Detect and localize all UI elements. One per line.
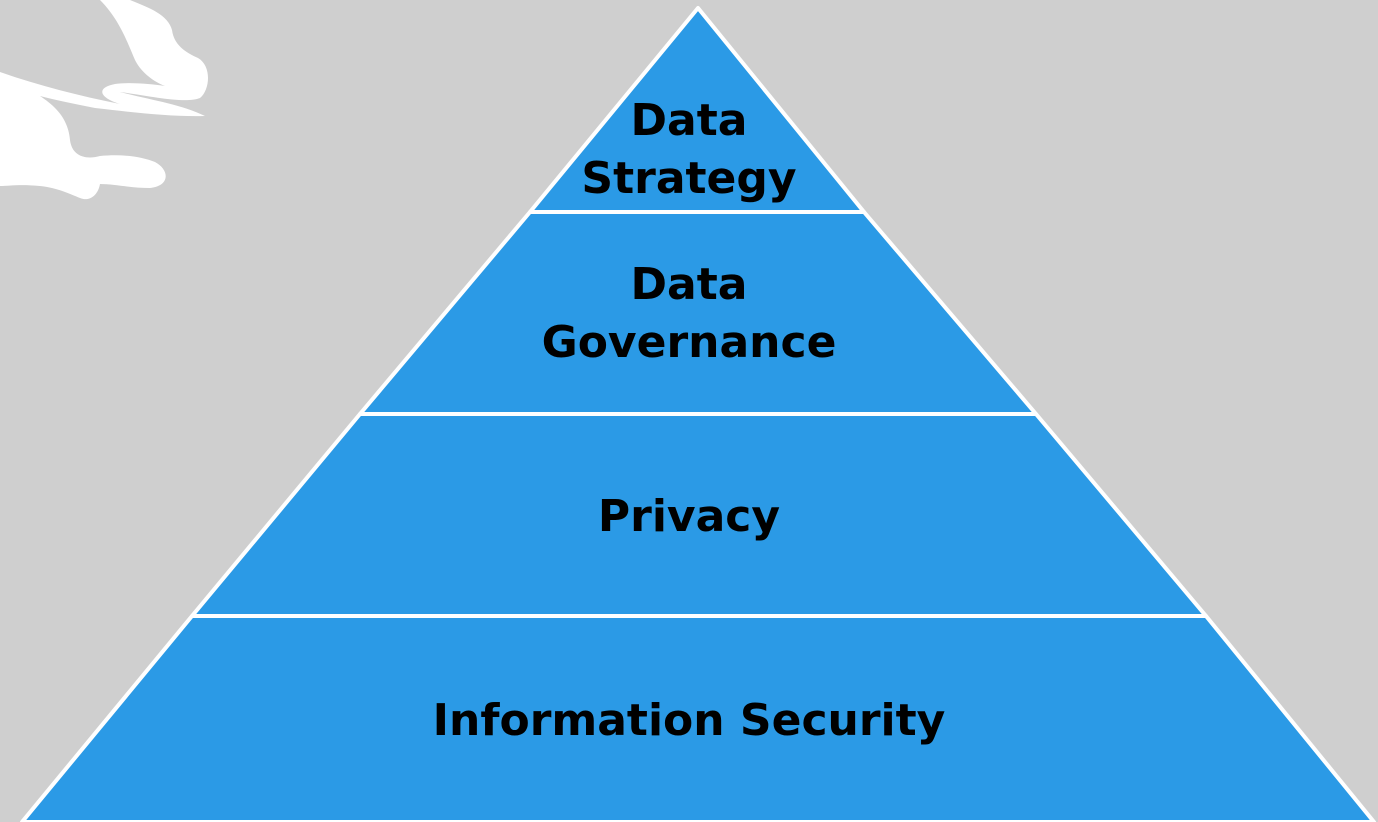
layer-2-line-1: Data (630, 259, 748, 310)
decorative-hand-shape (0, 0, 208, 200)
pyramid-layer-4-label: Information Security (0, 692, 1378, 750)
pyramid-layer-1-label: Data Strategy (0, 92, 1378, 208)
layer-4-line-1: Information Security (432, 695, 946, 746)
layer-1-line-2: Strategy (581, 153, 797, 204)
pyramid-layer-2-label: Data Governance (0, 256, 1378, 372)
pyramid-layer-3-label: Privacy (0, 488, 1378, 546)
layer-1-line-1: Data (630, 95, 748, 146)
pyramid-layer-4-shape (20, 614, 1376, 822)
layer-3-line-1: Privacy (597, 491, 781, 542)
layer-2-line-2: Governance (541, 317, 837, 368)
